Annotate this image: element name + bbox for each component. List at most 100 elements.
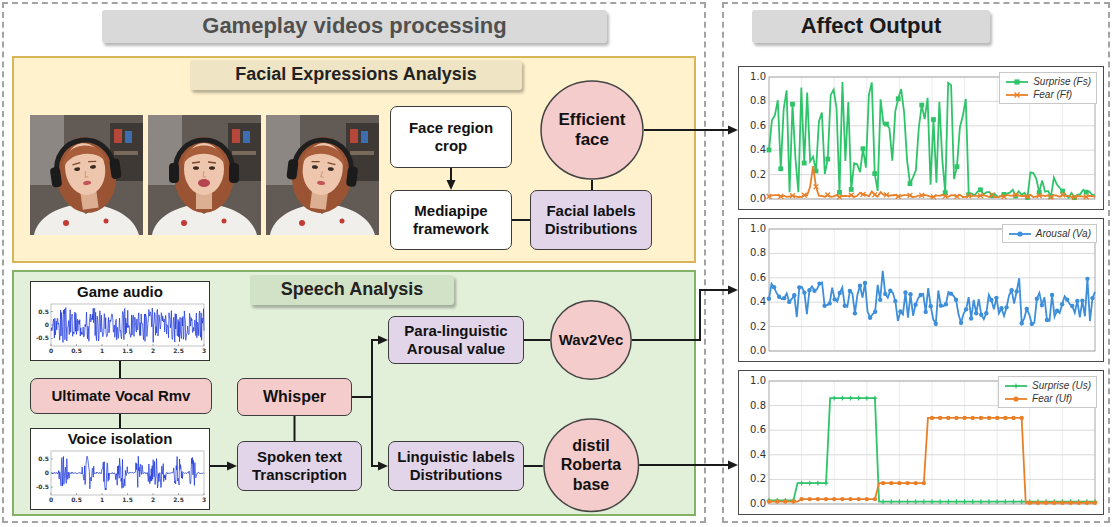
connector-arrow (592, 180, 593, 190)
data-marker (897, 481, 901, 485)
data-marker (954, 297, 958, 301)
data-line (769, 398, 1095, 501)
data-marker (832, 396, 837, 401)
waveform-box: Game audio0.50-0.500.511.522.53 (30, 281, 210, 361)
data-marker (1060, 192, 1065, 197)
data-marker (1085, 501, 1089, 505)
data-marker (978, 193, 983, 198)
grid-line (801, 381, 802, 504)
data-box: Linguistic labels Distributions (388, 441, 524, 491)
connector-line (632, 290, 729, 340)
data-marker (1025, 307, 1029, 311)
data-marker (939, 303, 943, 307)
data-marker (889, 481, 893, 485)
tick-slot: 0.4 (739, 144, 766, 156)
tick-label: 0.2 (739, 473, 766, 485)
connector-arrow (352, 397, 388, 471)
legend-row: Fear (Uf) (1004, 392, 1091, 405)
data-marker (969, 316, 973, 320)
grid-line (801, 229, 802, 351)
connector-arrow (294, 416, 295, 441)
line-chart: Surprise (Us)Fear (Uf)1.00.80.60.40.20.0 (738, 370, 1104, 515)
data-marker (797, 285, 801, 289)
illustration-part (30, 115, 143, 235)
box-title: Game audio (77, 283, 163, 301)
data-marker (799, 497, 803, 501)
data-marker (863, 281, 867, 285)
tick-slot: 2 (144, 347, 162, 355)
circle-shape (544, 419, 639, 512)
tick-label: 0 (31, 469, 49, 477)
data-marker (825, 193, 830, 198)
data-marker (824, 481, 829, 486)
data-marker (974, 311, 978, 315)
tick-label: 0 (31, 321, 49, 329)
tick-slot: 0.4 (739, 449, 766, 461)
process-box: Face region crop (390, 106, 512, 168)
data-marker (1028, 501, 1032, 505)
tick-slot: 0.6 (739, 120, 766, 132)
axis-tick (51, 311, 53, 312)
connector-line (450, 168, 452, 181)
data-marker (817, 281, 821, 285)
legend-text: Fear (Ff) (1033, 88, 1072, 101)
plot-frame (769, 77, 1095, 199)
arrow-head (378, 462, 388, 471)
data-marker (913, 499, 918, 504)
data-marker (865, 497, 869, 501)
data-marker (848, 289, 852, 293)
legend-text: Arousal (Va) (1036, 227, 1091, 240)
data-marker (858, 284, 862, 288)
tick-label: 1 (93, 496, 111, 504)
data-marker (822, 303, 826, 307)
data-marker (787, 300, 791, 304)
grid-line (932, 229, 933, 351)
header-bar: Speech Analysis (250, 275, 454, 305)
header-bar: Gameplay videos processing (102, 10, 607, 43)
data-marker (849, 187, 854, 192)
axis-tick (51, 338, 53, 339)
data-marker (949, 291, 953, 295)
data-marker (1072, 195, 1077, 200)
tick-slot: 0.8 (739, 400, 766, 412)
connector-arrow (632, 286, 738, 341)
data-marker (979, 499, 984, 504)
box-label: Linguistic labels Distributions (393, 448, 519, 484)
grid-line (964, 229, 965, 351)
circle-shape (551, 301, 631, 379)
plot-frame (769, 229, 1095, 351)
tick-slot: -0.5 (31, 483, 49, 491)
data-marker (995, 499, 1000, 504)
illustration-part (46, 132, 126, 217)
data-marker (930, 499, 935, 504)
data-marker (778, 194, 783, 199)
tick-label: 1.0 (739, 223, 766, 235)
data-marker (918, 293, 922, 297)
illustration-part (83, 180, 92, 185)
data-marker (888, 289, 892, 293)
data-marker (1011, 416, 1015, 420)
tick-label: 0.6 (739, 424, 766, 436)
tick-label: 0.2 (739, 169, 766, 181)
data-marker (896, 194, 901, 199)
box-label: Ultimate Vocal Rmv (52, 387, 191, 405)
tick-slot: 0.2 (739, 321, 766, 333)
panel: Affect OutputSurprise (Fs)Fear (Ff)1.00.… (722, 2, 1110, 523)
data-marker (913, 302, 917, 306)
axis-tick (178, 344, 179, 346)
data-marker (807, 481, 812, 486)
data-marker (864, 396, 869, 401)
data-marker (946, 416, 950, 420)
data-marker (938, 499, 943, 504)
data-marker (840, 396, 845, 401)
tick-label: 0.0 (739, 498, 766, 510)
data-marker (946, 499, 951, 504)
line-chart: Arousal (Va)1.00.80.60.40.20.0 (738, 218, 1104, 362)
data-marker (848, 497, 852, 501)
data-marker (861, 192, 866, 197)
data-marker (782, 296, 786, 300)
plot-frame (51, 451, 204, 495)
data-marker (1036, 501, 1040, 505)
grid-line (769, 174, 1095, 175)
